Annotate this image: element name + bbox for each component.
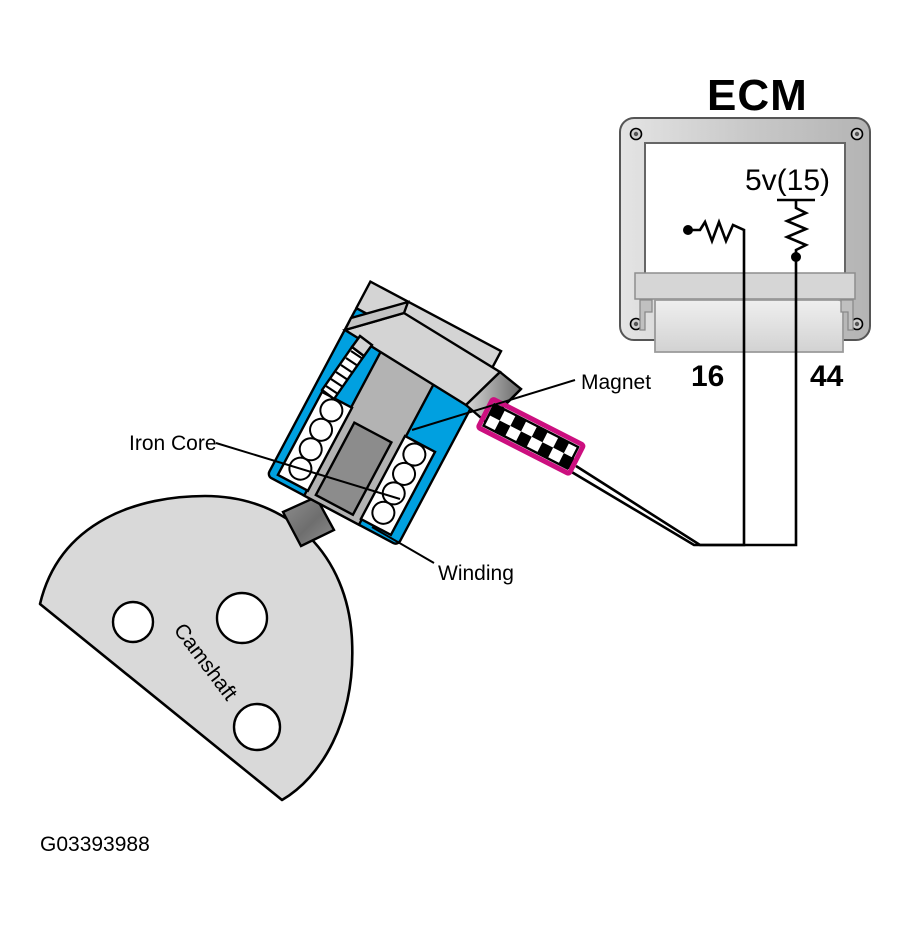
leader-magnet — [411, 379, 576, 431]
camshaft-hole — [111, 600, 155, 644]
camshaft-hole — [232, 702, 282, 752]
ecm-pin-label-16: 16 — [691, 360, 724, 393]
ecm-unit: ECM 5v(15) — [619, 71, 871, 393]
connector-latch-right — [840, 299, 854, 331]
harness-wires — [569, 238, 798, 547]
camshaft-hole — [215, 591, 269, 645]
shielded-cable-magnet — [476, 397, 586, 476]
bolt-head — [350, 334, 374, 358]
supply-voltage-label: 5v(15) — [745, 164, 830, 197]
leader-winding — [371, 526, 435, 564]
ecm-title: ECM — [707, 71, 808, 120]
screw-icon — [633, 131, 639, 137]
mounting-bolt — [320, 334, 374, 401]
ecm-internal-circuit: 5v(15) — [683, 164, 830, 262]
connector-latch-left — [639, 299, 653, 331]
label-magnet: Magnet — [581, 371, 651, 394]
wire-to-pin-44 — [569, 257, 798, 547]
input-resistor-symbol — [688, 218, 746, 245]
iron-core-lower — [314, 420, 394, 517]
sensor-pole-tip — [281, 495, 336, 548]
bolt-threads — [325, 350, 364, 395]
winding-coils-right — [371, 442, 427, 525]
label-winding: Winding — [438, 562, 514, 585]
magnet-jacket-outline — [476, 397, 586, 476]
pullup-resistor-symbol — [783, 200, 810, 258]
label-iron-core: Iron Core — [129, 432, 217, 455]
callout-leaders — [215, 379, 576, 564]
figure-id-code: G03393988 — [40, 833, 150, 856]
sensor-mount-flange-top — [342, 300, 410, 332]
camshaft: Camshaft — [38, 494, 354, 802]
ecm-connector-block — [654, 299, 844, 353]
leader-iron-core — [215, 442, 401, 500]
screw-icon — [854, 321, 860, 327]
ecm-pin-label-44: 44 — [810, 360, 844, 393]
screw-icon — [854, 131, 860, 137]
screw-icon — [633, 321, 639, 327]
magnet-braid-pattern — [489, 404, 575, 470]
